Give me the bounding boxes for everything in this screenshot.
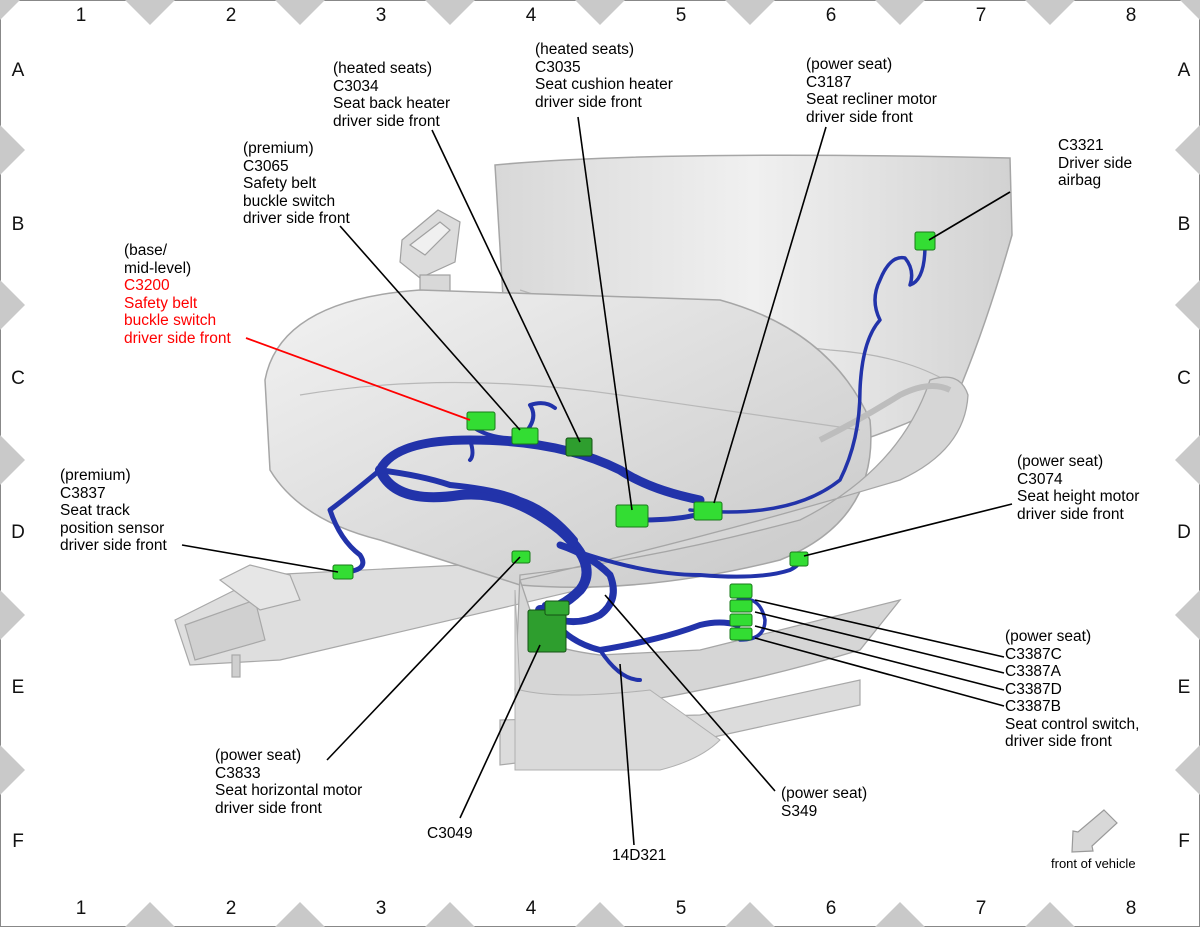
connector-c3200: [466, 411, 496, 431]
leader-lines: [181, 116, 1013, 846]
grid-column-label: 3: [375, 5, 387, 26]
leader-line-c3200: [245, 337, 471, 421]
grid-column-label: 8: [1125, 898, 1137, 919]
connector-c3074: [789, 551, 809, 567]
grid-column-label: 5: [675, 898, 687, 919]
grid-column-label: 3: [375, 898, 387, 919]
grid-row-label: E: [1177, 677, 1191, 698]
callout-c3321: C3321 Driver side airbag: [1058, 137, 1133, 189]
grid-column-label: 6: [825, 898, 837, 919]
callout-c3065: (premium) C3065 Safety belt buckle switc…: [243, 140, 350, 227]
grid-column-label: 6: [825, 5, 837, 26]
grid-column-label: 1: [75, 5, 87, 26]
grid-column-label: 5: [675, 5, 687, 26]
callout-c3387: (power seat) C3387C C3387A C3387D C3387B…: [1005, 628, 1140, 750]
connector-c3049: [527, 600, 570, 653]
front-of-vehicle-label: front of vehicle: [1051, 856, 1136, 871]
callout-c3187: (power seat) C3187 Seat recliner motor d…: [806, 56, 937, 126]
connectors: [332, 231, 936, 653]
callout-c3837: (premium) C3837 Seat track position sens…: [60, 467, 167, 554]
grid-column-label: 2: [225, 5, 237, 26]
grid-row-label: C: [11, 368, 25, 389]
grid-column-label: 7: [975, 898, 987, 919]
connector-c3065: [511, 427, 539, 445]
grid-row-label: F: [12, 831, 24, 852]
grid-row-label: C: [1177, 368, 1191, 389]
grid-column-label: 7: [975, 5, 987, 26]
connector-c3034: [565, 437, 593, 457]
connector-c3321: [914, 231, 936, 251]
grid-row-label: D: [1177, 522, 1191, 543]
connector-c3837: [332, 564, 354, 580]
grid-column-label: 4: [525, 5, 537, 26]
callout-c3034: (heated seats) C3034 Seat back heater dr…: [333, 60, 451, 130]
callout-c3049: C3049: [427, 825, 473, 842]
grid-column-label: 1: [75, 898, 87, 919]
grid-row-label: B: [1177, 214, 1191, 235]
callout-c3200: (base/ mid-level) C3200 Safety belt buck…: [124, 242, 231, 347]
grid-row-label: E: [11, 677, 25, 698]
callout-c3035: (heated seats) C3035 Seat cushion heater…: [535, 41, 673, 111]
seat-side-shield: [514, 376, 969, 709]
grid-row-label: F: [1178, 831, 1190, 852]
buckle-stalk: [399, 209, 461, 294]
connector-c3187: [693, 501, 723, 521]
grid-column-label: 4: [525, 898, 537, 919]
grid-row-label: A: [1177, 60, 1191, 81]
grid-row-label: B: [11, 214, 25, 235]
connector-c3387-stack: [729, 583, 753, 641]
callout-s349: (power seat) S349: [781, 785, 868, 820]
connector-c3833: [511, 550, 531, 564]
callout-c3074: (power seat) C3074 Seat height motor dri…: [1017, 453, 1140, 523]
grid-row-label: D: [11, 522, 25, 543]
grid-column-label: 8: [1125, 5, 1137, 26]
wire-harness: [327, 243, 927, 682]
grid-column-label: 2: [225, 898, 237, 919]
callout-14d321: 14D321: [612, 847, 667, 864]
grid-row-label: A: [11, 60, 25, 81]
front-of-vehicle-arrow-icon: [1071, 809, 1118, 853]
callout-c3833: (power seat) C3833 Seat horizontal motor…: [215, 747, 363, 817]
